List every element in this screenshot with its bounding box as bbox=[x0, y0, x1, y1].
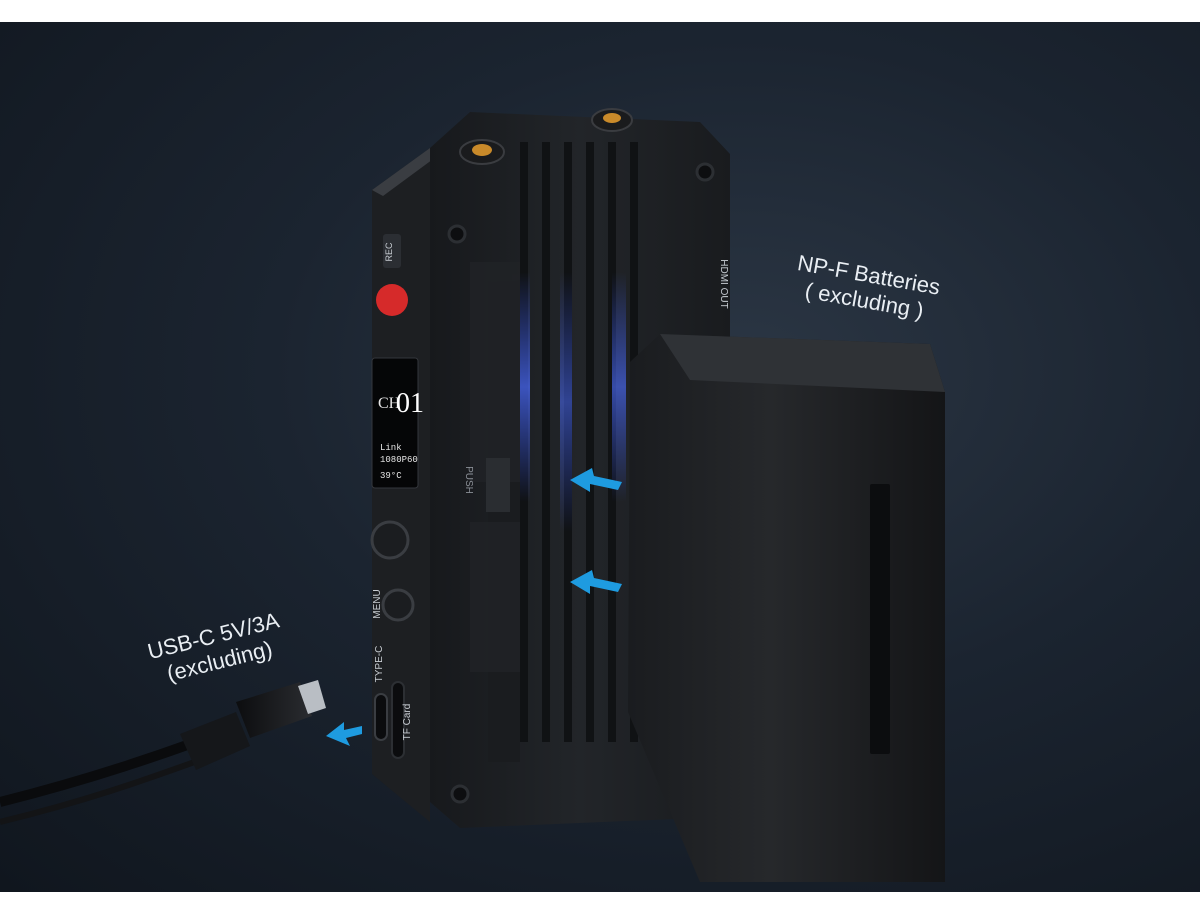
rec-button[interactable] bbox=[376, 284, 408, 316]
push-label: PUSH bbox=[463, 466, 474, 494]
type-c-label: TYPE-C bbox=[374, 646, 385, 683]
battery-groove bbox=[870, 484, 890, 754]
side-controls: REC CH 01 Link 1080P60 39°C MENU TYPE-C … bbox=[370, 234, 729, 759]
usb-c-port[interactable] bbox=[374, 693, 388, 741]
rec-badge-text: REC bbox=[384, 242, 394, 262]
menu-label: MENU bbox=[372, 589, 383, 618]
rec-badge bbox=[383, 234, 401, 268]
arrow-icon bbox=[570, 570, 622, 594]
insert-arrows bbox=[326, 468, 622, 746]
oled-screen bbox=[371, 357, 419, 489]
usb-c-cable bbox=[0, 680, 326, 825]
oled-resolution: 1080P60 bbox=[380, 455, 418, 465]
device-scene: REC CH 01 Link 1080P60 39°C MENU TYPE-C … bbox=[0, 108, 945, 882]
arrow-icon bbox=[326, 722, 362, 746]
tf-card-slot[interactable] bbox=[391, 681, 405, 759]
jog-dial[interactable] bbox=[370, 520, 410, 560]
oled-channel-label: CH bbox=[378, 395, 401, 412]
product-photo: REC CH 01 Link 1080P60 39°C MENU TYPE-C … bbox=[0, 22, 1200, 892]
oled-temperature: 39°C bbox=[380, 471, 402, 481]
np-f-battery bbox=[628, 334, 945, 882]
arrow-icon bbox=[570, 468, 622, 492]
hdmi-out-label: HDMI OUT bbox=[718, 259, 729, 308]
oled-channel-number: 01 bbox=[396, 388, 424, 419]
tf-card-label: TF Card bbox=[402, 704, 413, 741]
back-button[interactable] bbox=[381, 588, 415, 622]
oled-status: Link bbox=[380, 443, 402, 453]
